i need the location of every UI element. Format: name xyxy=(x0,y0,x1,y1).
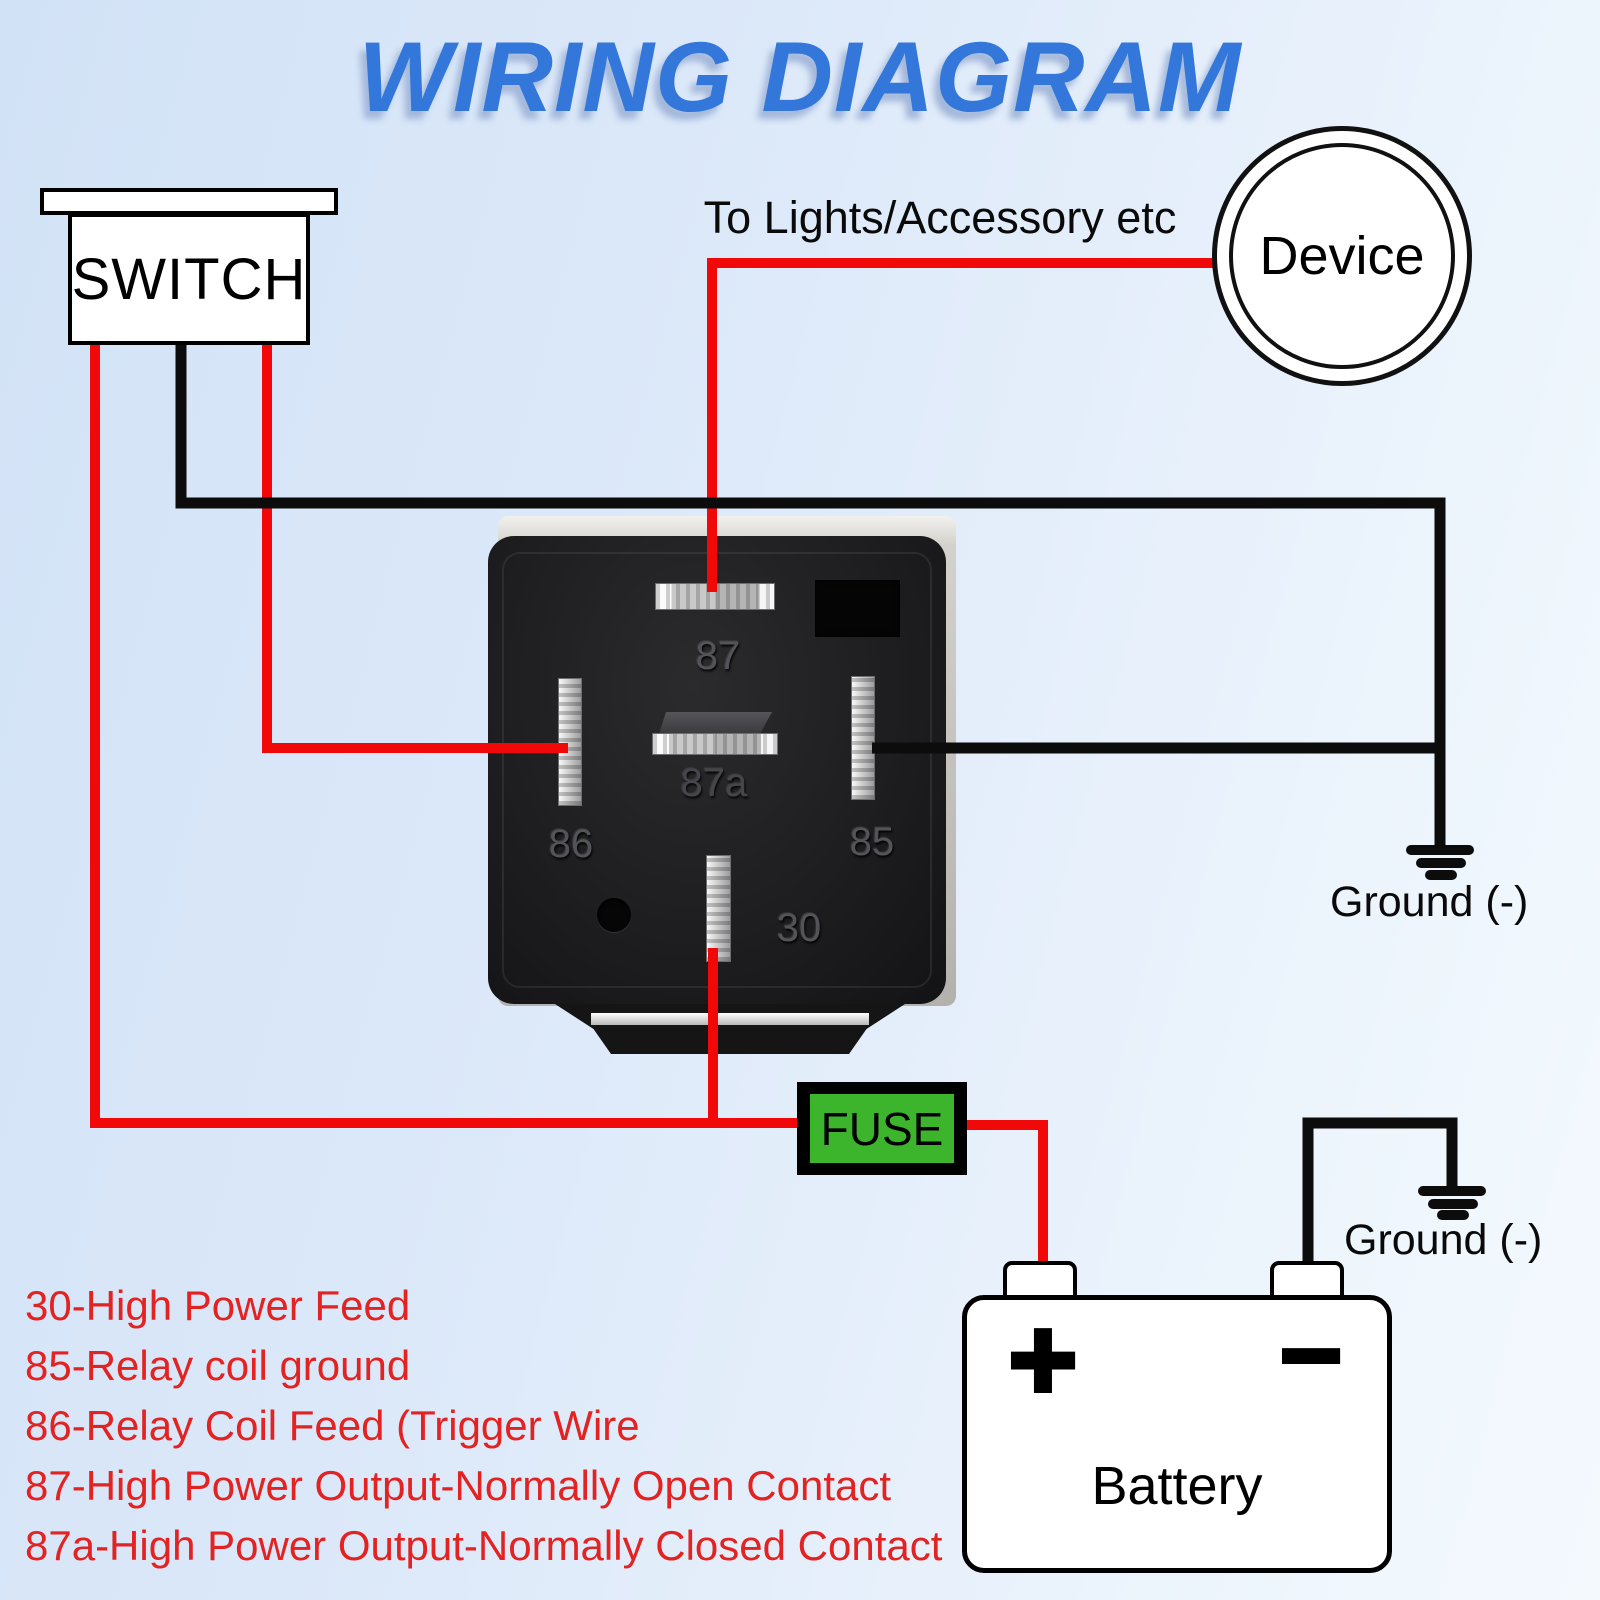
relay-base-metal-strip xyxy=(591,1013,869,1025)
relay-pin-label-85: 85 xyxy=(849,820,895,864)
ground-bottom-icon xyxy=(1418,1186,1486,1220)
legend-line-30: 30-High Power Feed xyxy=(25,1282,411,1329)
switch-label: SWITCH xyxy=(71,246,307,312)
pin-legend: 30-High Power Feed 85-Relay coil ground … xyxy=(25,1276,942,1576)
wire-device-to-pin87 xyxy=(707,258,1216,592)
relay-recess xyxy=(815,580,900,637)
relay-pin-87a xyxy=(652,733,778,755)
relay-pin-label-86: 86 xyxy=(548,822,594,866)
device-note: To Lights/Accessory etc xyxy=(703,192,1177,243)
relay-pin-label-30: 30 xyxy=(776,906,822,950)
fuse-label: FUSE xyxy=(820,1102,944,1155)
relay-pin-label-87a: 87a xyxy=(680,761,748,805)
switch-flange xyxy=(40,188,338,215)
black-wires xyxy=(175,345,1458,1268)
relay-pin-86 xyxy=(558,678,582,806)
relay-pin-30 xyxy=(706,855,731,962)
legend-line-87: 87-High Power Output-Normally Open Conta… xyxy=(25,1462,892,1509)
switch-component: SWITCH xyxy=(68,213,310,345)
page-title: WIRING DIAGRAM xyxy=(358,21,1242,132)
battery-component xyxy=(962,1295,1392,1573)
relay-component: 87 87a 86 85 30 xyxy=(488,516,958,1056)
red-wires xyxy=(90,258,1216,1268)
device-component: Device xyxy=(1212,126,1472,386)
battery-minus-sign: − xyxy=(1277,1292,1344,1417)
ground-top-icon xyxy=(1406,845,1474,880)
wire-switch-to-fuse xyxy=(90,345,802,1128)
legend-line-87a: 87a-High Power Output-Normally Closed Co… xyxy=(25,1522,943,1569)
device-inner-ring: Device xyxy=(1229,143,1455,369)
battery-label: Battery xyxy=(1091,1456,1263,1516)
wire-switch-to-pin86 xyxy=(262,345,568,753)
legend-line-86: 86-Relay Coil Feed (Trigger Wire xyxy=(25,1402,640,1449)
relay-pin-87a-plate xyxy=(658,712,772,737)
ground-bottom-label: Ground (-) xyxy=(1344,1216,1543,1264)
wire-fuse-to-battery-positive xyxy=(960,1120,1048,1268)
relay-base xyxy=(555,1004,905,1054)
wire-battery-negative-to-ground xyxy=(1302,1117,1458,1268)
legend-line-85: 85-Relay coil ground xyxy=(25,1342,411,1389)
wire-switch-to-ground-top xyxy=(175,345,1446,848)
ground-top-label: Ground (-) xyxy=(1330,878,1529,926)
battery-plus-sign: + xyxy=(1006,1292,1080,1429)
relay-pin-label-87: 87 xyxy=(695,634,741,678)
relay-mounting-hole xyxy=(597,898,631,932)
fuse-inner: FUSE xyxy=(810,1094,954,1163)
device-label: Device xyxy=(1259,226,1425,286)
fuse-component: FUSE xyxy=(797,1082,967,1175)
relay-pin-85 xyxy=(851,676,875,800)
